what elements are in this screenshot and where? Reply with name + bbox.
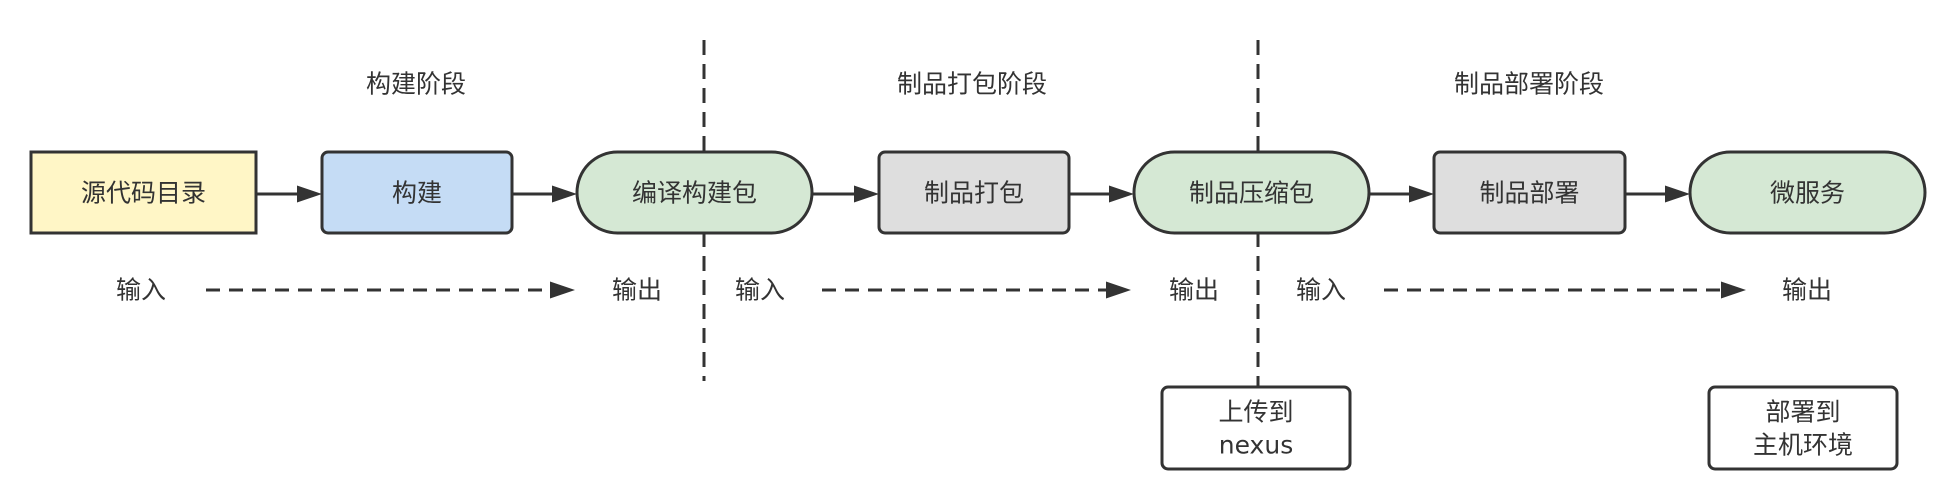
io-row-build: 输入 输出 bbox=[116, 276, 662, 305]
flow-arrow-4 bbox=[1069, 185, 1134, 203]
stage-labels: 构建阶段 制品打包阶段 制品部署阶段 bbox=[366, 70, 1604, 99]
node-build-package-box bbox=[575, 150, 814, 235]
node-source-directory: 源代码目录 bbox=[29, 150, 258, 235]
flow-arrow-1 bbox=[256, 185, 322, 203]
process-nodes: 源代码目录 构建 编译构建包 制品打包 制品压缩包 制品部署 微服务 bbox=[29, 150, 1927, 235]
note-upload-nexus-line-2: nexus bbox=[1219, 431, 1293, 460]
node-source-directory-label: 源代码目录 bbox=[81, 179, 206, 208]
node-build: 构建 bbox=[320, 150, 514, 235]
node-artifact-deploy: 制品部署 bbox=[1432, 150, 1627, 235]
note-deploy-host-line-1: 部署到 bbox=[1765, 398, 1840, 427]
io-output-label: 输出 bbox=[1169, 276, 1219, 305]
node-microservice-label: 微服务 bbox=[1770, 179, 1845, 208]
node-microservice-box bbox=[1688, 150, 1927, 235]
flow-arrow-6 bbox=[1625, 185, 1690, 203]
io-rows: 输入 输出 输入 输出 输入 输出 bbox=[116, 276, 1832, 305]
node-build-box bbox=[320, 150, 514, 235]
io-input-label: 输入 bbox=[735, 276, 785, 305]
note-deploy-host: 部署到 主机环境 bbox=[1707, 385, 1899, 471]
flow-arrow-3-head bbox=[854, 185, 879, 203]
flow-arrow-2-head bbox=[552, 185, 577, 203]
flow-arrow-1-head bbox=[297, 185, 322, 203]
node-build-package: 编译构建包 bbox=[575, 150, 814, 235]
node-artifact-archive-label: 制品压缩包 bbox=[1189, 179, 1314, 208]
io-row-package: 输入 输出 bbox=[735, 276, 1219, 305]
note-upload-nexus-box bbox=[1160, 385, 1352, 471]
node-build-package-label: 编译构建包 bbox=[632, 179, 757, 208]
node-artifact-deploy-label: 制品部署 bbox=[1479, 179, 1579, 208]
flow-arrow-2 bbox=[512, 185, 577, 203]
node-artifact-deploy-box bbox=[1432, 150, 1627, 235]
flow-arrow-4-head bbox=[1109, 185, 1134, 203]
note-upload-nexus: 上传到 nexus bbox=[1160, 385, 1352, 471]
io-input-label: 输入 bbox=[1296, 276, 1346, 305]
note-boxes: 上传到 nexus 部署到 主机环境 bbox=[1160, 385, 1899, 471]
node-artifact-packaging-box bbox=[877, 150, 1071, 235]
node-microservice: 微服务 bbox=[1688, 150, 1927, 235]
io-output-label: 输出 bbox=[612, 276, 662, 305]
node-build-label: 构建 bbox=[392, 179, 442, 208]
stage-label-deploy: 制品部署阶段 bbox=[1454, 70, 1604, 99]
io-dashed-arrow-head bbox=[550, 281, 575, 299]
flow-arrow-6-head bbox=[1665, 185, 1690, 203]
flow-arrow-5-head bbox=[1409, 185, 1434, 203]
stage-label-build: 构建阶段 bbox=[366, 70, 466, 99]
note-deploy-host-box bbox=[1707, 385, 1899, 471]
flow-arrow-3 bbox=[812, 185, 879, 203]
io-output-label: 输出 bbox=[1782, 276, 1832, 305]
io-input-label: 输入 bbox=[116, 276, 166, 305]
node-artifact-packaging: 制品打包 bbox=[877, 150, 1071, 235]
node-source-directory-box bbox=[29, 150, 258, 235]
flow-arrows bbox=[256, 185, 1690, 203]
io-row-deploy: 输入 输出 bbox=[1296, 276, 1832, 305]
note-deploy-host-line-2: 主机环境 bbox=[1753, 431, 1853, 460]
io-dashed-arrow-head bbox=[1721, 281, 1746, 299]
io-dashed-arrow-head bbox=[1106, 281, 1131, 299]
node-artifact-packaging-label: 制品打包 bbox=[924, 179, 1024, 208]
stage-label-package: 制品打包阶段 bbox=[897, 70, 1047, 99]
node-artifact-archive-box bbox=[1132, 150, 1371, 235]
note-upload-nexus-line-1: 上传到 bbox=[1218, 398, 1293, 427]
node-artifact-archive: 制品压缩包 bbox=[1132, 150, 1371, 235]
flow-arrow-5 bbox=[1369, 185, 1434, 203]
